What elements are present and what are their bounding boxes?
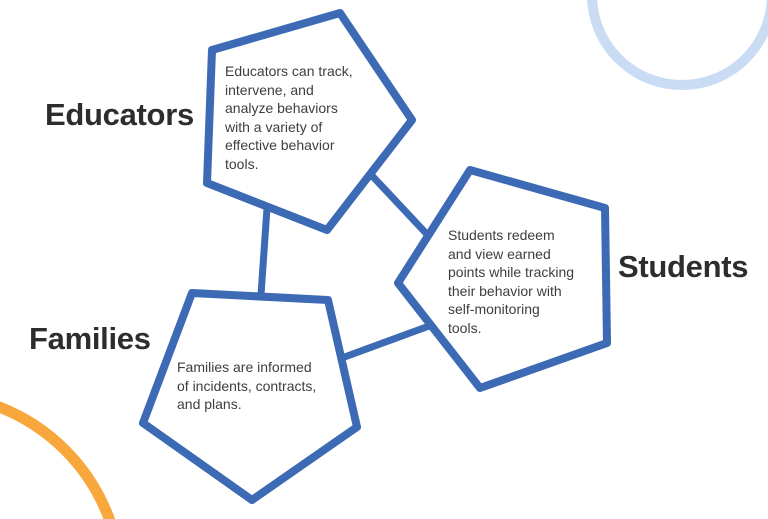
pentagon-educators[interactable] — [203, 9, 416, 234]
decor-arc-icon — [0, 401, 116, 519]
connector-educators-students — [359, 162, 440, 248]
connector-educators-families — [256, 193, 272, 310]
families-description[interactable]: Families are informed of incidents, cont… — [177, 359, 317, 413]
pentagon-students[interactable] — [394, 166, 611, 392]
educators-description[interactable]: Educators can track, intervene, and anal… — [225, 63, 353, 172]
label-families[interactable]: Families — [29, 321, 151, 356]
connector-families-students — [329, 318, 442, 366]
label-educators[interactable]: Educators — [45, 97, 194, 132]
label-students[interactable]: Students — [618, 249, 749, 284]
decor-circle-icon — [587, 0, 768, 90]
students-description[interactable]: Students redeem and view earned points w… — [448, 227, 575, 336]
pentagon-families[interactable] — [139, 289, 361, 504]
